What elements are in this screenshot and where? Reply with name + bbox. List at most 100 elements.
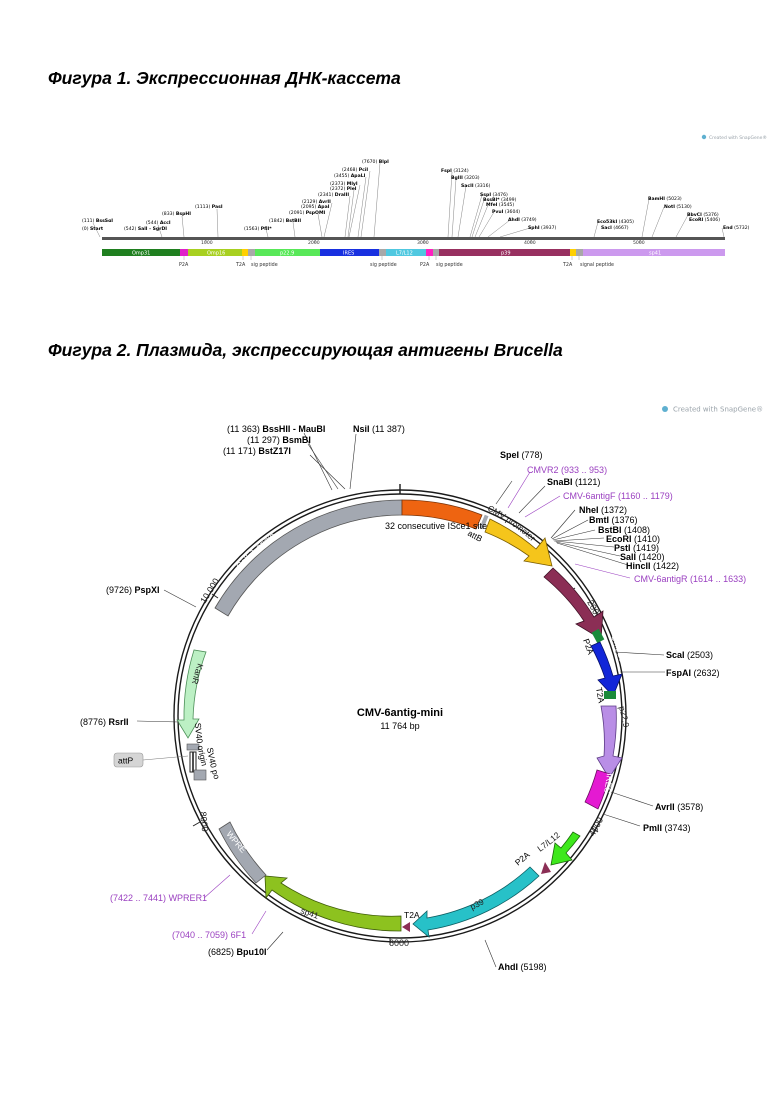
feature-sig-peptide [248,249,255,256]
feature-kanr: KanR [177,650,206,738]
svg-text:AhdI (3749): AhdI (3749) [508,217,537,223]
svg-text:(542) SalI - SgrDI: (542) SalI - SgrDI [124,226,167,232]
enzyme-site: BamHI (5023) [642,196,682,237]
feature-label: Omp31 [132,251,150,257]
svg-text:(544) AccI: (544) AccI [146,220,171,226]
enzyme-site: End (5732) [722,225,750,237]
site-label: NsiI (11 387) [353,424,405,434]
feature-ires: IRES [585,770,615,809]
plasmid-backbone-inner [178,494,622,938]
ruler-tick: 10 000 [198,576,221,605]
svg-text:FspI (3124): FspI (3124) [441,168,469,174]
ruler-tick: 4000 [587,816,605,838]
coe1-label: ColE1 origin [234,530,277,571]
site-label: AvrII (3578) [655,802,703,812]
feature-omp16: Omp16 [591,633,628,696]
site-label: (6825) Bpu10I [208,947,267,957]
enzyme-site: (2129) AvrII [302,199,332,237]
feature-wpre: WPRE [219,822,266,883]
svg-text:(3455) ApaLI: (3455) ApaLI [334,173,366,179]
feature-note: P2A [179,262,189,268]
p229-label: p22.9 [617,705,631,728]
svg-text:(0) Start: (0) Start [82,226,104,232]
sp41-label: sp41 [299,905,320,920]
omp31-label: Omp31 [567,554,594,583]
svg-text:MfeI (3545): MfeI (3545) [486,202,514,208]
svg-text:(111) BssSαI: (111) BssSαI [82,218,113,224]
feature-p2a-marker [592,629,605,643]
svg-text:p22.9: p22.9 [617,705,631,728]
enzyme-site: (1563) PflI* [244,226,272,237]
ruler-tick: 1000 [201,240,213,246]
svg-text:(7670) BlpI: (7670) BlpI [362,159,389,165]
p2a-label: P2A [581,637,596,656]
site-label: BmtI (1376) [589,515,638,525]
feature-attp [114,753,143,767]
ruler-tick: 2000 [308,240,320,246]
feature-note: sig peptide [436,262,463,268]
enzyme-site: EcoRI (5406) [689,217,720,223]
svg-text:(2129) AvrII: (2129) AvrII [302,199,331,205]
svg-text:(833) BspHI: (833) BspHI [162,211,191,217]
svg-text:SacII (3316): SacII (3316) [461,183,491,189]
site-leaders [137,433,665,967]
svg-text:(1113) PasI: (1113) PasI [195,204,223,210]
site-label: SnaBI (1121) [547,477,600,487]
plasmid-backbone-outer [174,490,626,942]
snapgene-badge: Created with SnapGene® [662,406,763,414]
svg-text:p39: p39 [468,896,485,911]
feature-p2a-marker [541,862,551,874]
feature-label: IRES [343,251,354,257]
site-label: (11 171) BstZ17I [223,446,291,456]
svg-text:sp41: sp41 [299,905,320,920]
snapgene-badge: Created with SnapGene® [702,134,767,141]
p2a-label: P2A [513,849,532,867]
svg-text:EcoRI (5406): EcoRI (5406) [689,217,720,223]
cassette-backbone [102,237,725,240]
svg-text:KanR: KanR [190,662,206,685]
ires-label: IRES [602,773,615,795]
feature-p2a [180,249,188,256]
feature-label: L7/L12 [396,251,413,257]
feature-t2a [570,249,576,256]
svg-text:ColE1 origin: ColE1 origin [234,530,277,571]
svg-text:PvuI (3604): PvuI (3604) [492,209,520,215]
feature-cmv-promoter: CMV promoter [485,503,552,566]
svg-text:(2341) DraIII: (2341) DraIII [318,192,349,198]
ruler-tick: 8000 [198,811,210,832]
site-label: (11 363) BssHII - MauBI [227,424,325,434]
svg-text:(1842) BstBII: (1842) BstBII [269,218,301,224]
linear-cassette-map: Created with SnapGene® (111) BssSαI (0) … [0,0,780,300]
created-with-label: Created with SnapGene® [673,406,763,414]
feature-label: p22.9 [280,251,294,257]
t2a-label: T2A [594,687,607,704]
site-label: SalI (1420) [620,552,665,562]
site-label: BstBI (1408) [598,525,650,535]
site-label: (9726) PspXI [106,585,160,595]
svg-text:Omp16: Omp16 [609,633,628,663]
enzyme-site: SacI (4667) [601,225,629,231]
svg-text:CMV promoter: CMV promoter [486,503,538,543]
svg-text:Eco53kI (4305): Eco53kI (4305) [597,219,634,225]
enzyme-site: (542) SalI - SgrDI [124,226,167,232]
feature-p2a [426,249,433,256]
primer-label: CMV-6antigR (1614 .. 1633) [634,574,746,584]
svg-text:(2091) PspOMI: (2091) PspOMI [289,210,326,216]
t2a-label: T2A [404,910,420,920]
feature-sv40-poly [190,752,196,772]
l7l12-label: L7/L12 [535,830,562,854]
feature-t2a [242,249,248,256]
feature-p39: p39 [413,867,539,937]
feature-t2a-marker [402,922,410,932]
ruler-tick: 3000 [417,240,429,246]
plasmid-size: 11 764 bp [380,721,419,731]
feature-p229: p22.9 [597,705,632,778]
feature-label: sp41 [649,251,661,257]
figure-2-title: Фигура 2. Плазмида, экспрессирующая анти… [48,340,563,361]
svg-text:NotI (5130): NotI (5130) [664,204,692,210]
enzyme-site: (1842) BstBII [269,218,301,237]
feature-note: T2A [562,262,573,268]
cmv-label: CMV promoter [486,503,538,543]
svg-text:(2373) MlyI: (2373) MlyI [330,181,358,187]
feature-label: p39 [501,251,511,257]
